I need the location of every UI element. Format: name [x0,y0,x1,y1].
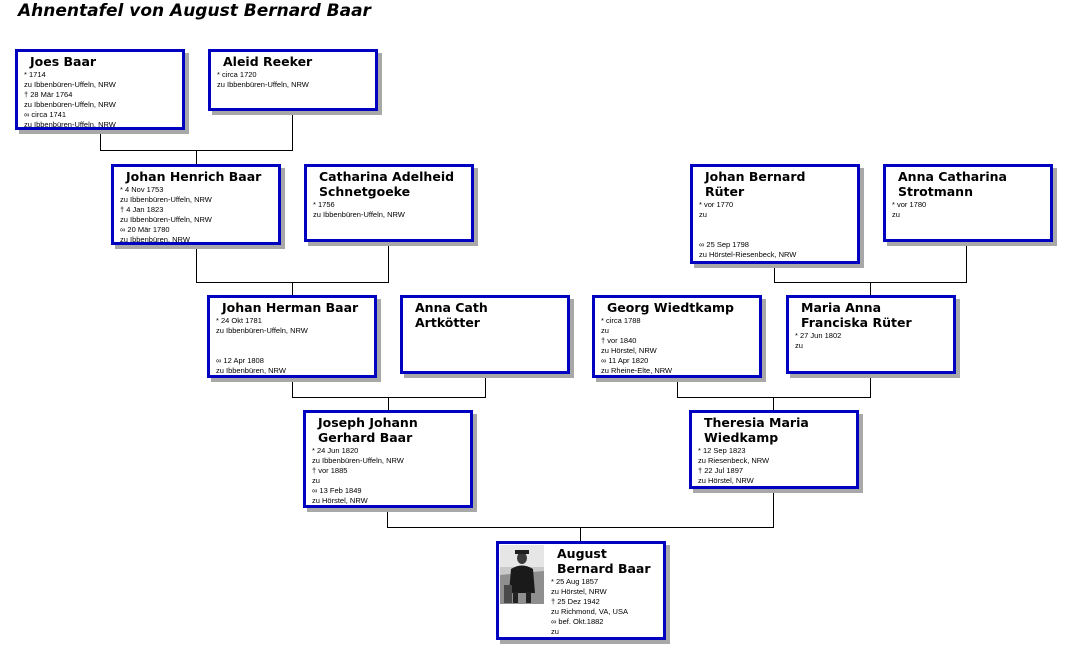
person-card-joseph-johann-gerhard-baar[interactable]: Joseph Johann Gerhard Baar * 24 Jun 1820… [303,410,473,508]
person-details: * vor 1780 zu [892,200,927,220]
person-name: Johan Henrich Baar [126,169,262,184]
person-details: * 12 Sep 1823 zu Riesenbeck, NRW † 22 Ju… [698,446,770,486]
person-name: Theresia Maria Wiedkamp [704,415,809,445]
person-name: August Bernard Baar [557,546,651,576]
person-card-anna-catharina-strotmann[interactable]: Anna Catharina Strotmann * vor 1780 zu [883,164,1053,242]
person-name: Johan Bernard Rüter [705,169,806,199]
portrait-photo [500,545,544,604]
person-name: Catharina Adelheid Schnetgoeke [319,169,455,199]
person-card-johan-herman-baar[interactable]: Johan Herman Baar * 24 Okt 1781 zu Ibben… [207,295,377,378]
person-details: * 24 Okt 1781 zu Ibbenbüren-Uffeln, NRW … [216,316,308,376]
person-card-catharina-schnetgoeke[interactable]: Catharina Adelheid Schnetgoeke * 1756 zu… [304,164,474,242]
person-card-anna-cath-artkoetter[interactable]: Anna Cath Artkötter [400,295,570,374]
person-card-theresia-maria-wiedkamp[interactable]: Theresia Maria Wiedkamp * 12 Sep 1823 zu… [689,410,859,489]
person-details: * 25 Aug 1857 zu Hörstel, NRW † 25 Dez 1… [551,577,628,637]
page-title: Ahnentafel von August Bernard Baar [18,1,371,21]
person-card-johan-henrich-baar[interactable]: Johan Henrich Baar * 4 Nov 1753 zu Ibben… [111,164,281,245]
person-details: * 24 Jun 1820 zu Ibbenbüren-Uffeln, NRW … [312,446,404,506]
person-card-johan-bernard-rueter[interactable]: Johan Bernard Rüter * vor 1770 zu ∞ 25 S… [690,164,860,264]
person-name: Aleid Reeker [223,54,313,69]
person-name: Georg Wiedtkamp [607,300,734,315]
person-card-joes-baar[interactable]: Joes Baar * 1714 zu Ibbenbüren-Uffeln, N… [15,49,185,130]
person-details: * 27 Jun 1802 zu [795,331,842,351]
person-details: * 1756 zu Ibbenbüren-Uffeln, NRW [313,200,405,220]
person-details: * 4 Nov 1753 zu Ibbenbüren-Uffeln, NRW †… [120,185,212,245]
person-details: * 1714 zu Ibbenbüren-Uffeln, NRW † 28 Mä… [24,70,116,130]
person-card-august-bernard-baar[interactable]: August Bernard Baar * 25 Aug 1857 zu Hör… [496,541,666,640]
person-card-georg-wiedtkamp[interactable]: Georg Wiedtkamp * circa 1788 zu † vor 18… [592,295,762,378]
person-name: Anna Catharina Strotmann [898,169,1007,199]
person-name: Anna Cath Artkötter [415,300,488,330]
person-card-aleid-reeker[interactable]: Aleid Reeker * circa 1720 zu Ibbenbüren-… [208,49,378,111]
person-details: * circa 1720 zu Ibbenbüren-Uffeln, NRW [217,70,309,90]
person-name: Joes Baar [30,54,97,69]
person-name: Johan Herman Baar [222,300,359,315]
person-details: * circa 1788 zu † vor 1840 zu Hörstel, N… [601,316,673,376]
person-card-maria-anna-rueter[interactable]: Maria Anna Franciska Rüter * 27 Jun 1802… [786,295,956,374]
person-details: * vor 1770 zu ∞ 25 Sep 1798 zu Hörstel-R… [699,200,797,260]
person-name: Maria Anna Franciska Rüter [801,300,912,330]
person-name: Joseph Johann Gerhard Baar [318,415,418,445]
